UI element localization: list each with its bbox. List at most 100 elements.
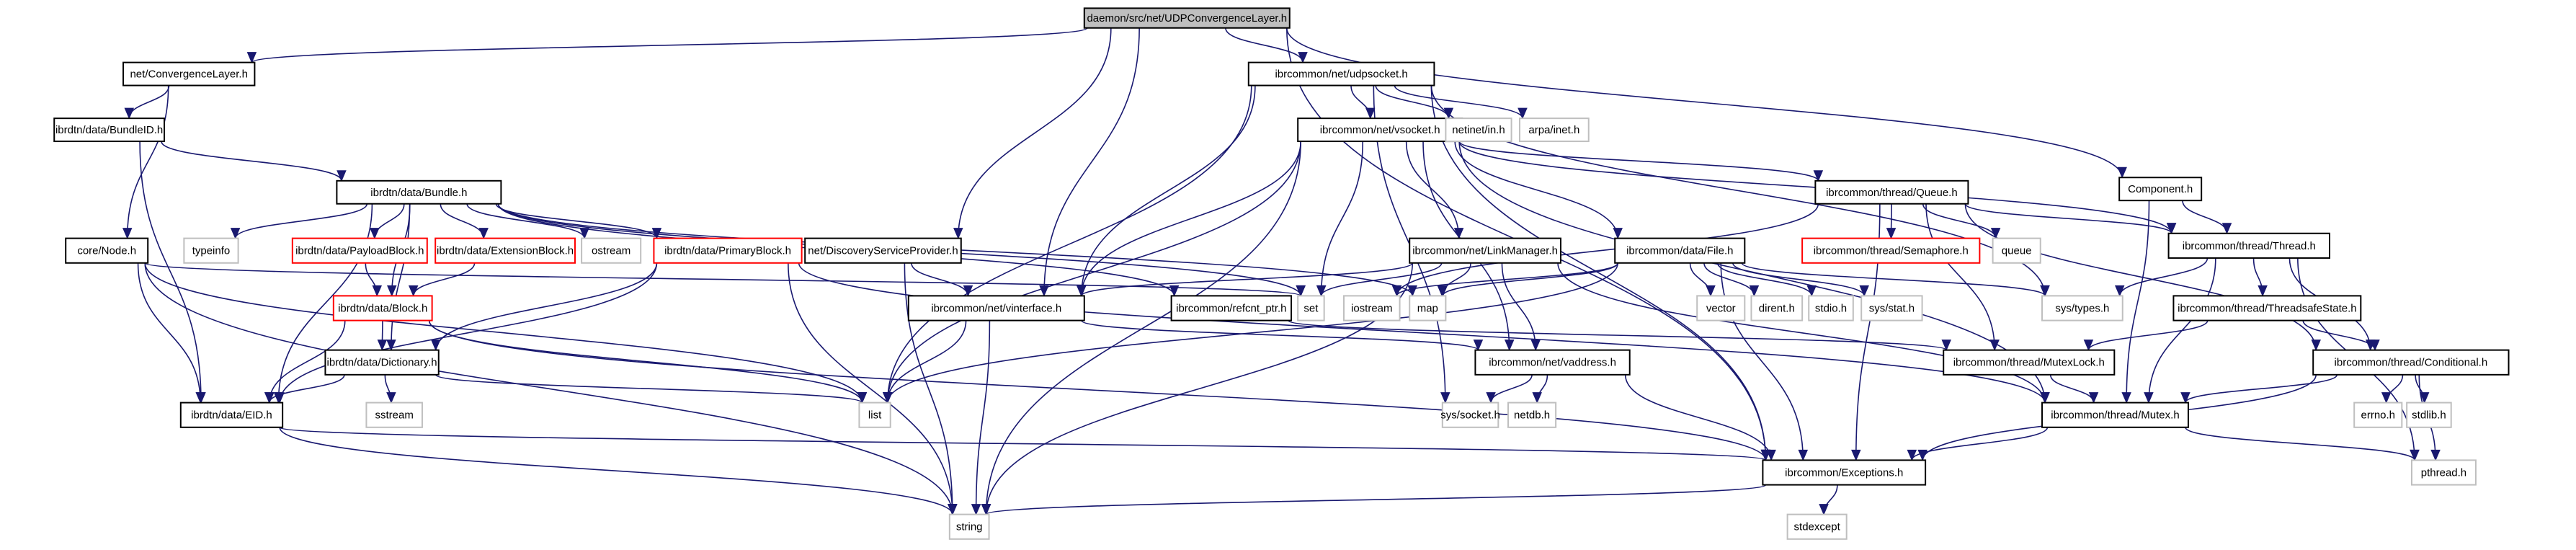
node-bundleid[interactable]: ibrdtn/data/BundleID.h	[53, 117, 165, 143]
node-label: ibrdtn/data/PrimaryBlock.h	[664, 245, 791, 257]
edge-dictionary-to-eid	[264, 374, 345, 404]
node-mutexlock[interactable]: ibrcommon/thread/MutexLock.h	[1943, 349, 2116, 376]
node-refcnt[interactable]: ibrcommon/refcnt_ptr.h	[1170, 295, 1293, 321]
edge-conditional-to-stdlib	[2415, 374, 2430, 404]
node-box	[948, 513, 990, 540]
node-ostream: ostream	[581, 237, 642, 264]
node-label: arpa/inet.h	[1528, 124, 1579, 136]
arrowhead-icon	[2311, 340, 2321, 351]
edge-bundle-to-typeinfo	[230, 203, 368, 239]
edge-thread-to-systypes	[2114, 257, 2209, 297]
node-label: queue	[2002, 245, 2032, 257]
arrowhead-icon	[1316, 285, 1327, 297]
edge-discovery-to-vinterface	[911, 262, 973, 297]
edge-file-to-sysstat	[1732, 262, 1869, 297]
node-discovery[interactable]: net/DiscoveryServiceProvider.h	[804, 237, 962, 264]
arrowhead-icon	[1296, 285, 1306, 297]
edge-udpsocket-to-netinet	[1375, 85, 1454, 120]
node-vsocket[interactable]: ibrcommon/net/vsocket.h	[1297, 117, 1463, 143]
node-label: typeinfo	[192, 245, 231, 257]
edge-threadsafe-to-mutexlock	[2083, 320, 2209, 351]
node-threadsafe[interactable]: ibrcommon/thread/ThreadsafeState.h	[2172, 295, 2362, 321]
node-map: map	[1409, 295, 1447, 321]
node-thread[interactable]: ibrcommon/thread/Thread.h	[2167, 232, 2331, 259]
node-bundle[interactable]: ibrdtn/data/Bundle.h	[336, 179, 502, 205]
node-label: ibrdtn/data/PayloadBlock.h	[295, 245, 424, 257]
node-box	[2172, 295, 2362, 321]
node-box	[1409, 237, 1561, 264]
edge-primaryblock-to-eid	[275, 262, 658, 404]
arrowhead-icon	[122, 228, 133, 239]
edge-payloadblock-to-block	[365, 262, 383, 297]
node-box	[1762, 459, 1927, 486]
node-iostream: iostream	[1343, 295, 1401, 321]
arrowhead-icon	[1486, 392, 1496, 404]
node-label: stdlib.h	[2412, 409, 2446, 422]
edge-file-to-iostream	[1391, 262, 1619, 297]
node-box	[1343, 295, 1401, 321]
node-block[interactable]: ibrdtn/data/Block.h	[332, 295, 433, 321]
node-conditional[interactable]: ibrcommon/thread/Conditional.h	[2312, 349, 2510, 376]
node-udpsocket[interactable]: ibrcommon/net/udpsocket.h	[1247, 61, 1435, 87]
node-payloadblock[interactable]: ibrdtn/data/PayloadBlock.h	[291, 237, 428, 264]
node-root[interactable]: daemon/src/net/UDPConvergenceLayer.h	[1083, 7, 1291, 29]
node-box	[1297, 295, 1325, 321]
node-arpainet: arpa/inet.h	[1518, 117, 1590, 143]
arrowhead-icon	[1438, 285, 1448, 297]
node-box	[2167, 232, 2331, 259]
node-label: stdexcept	[1794, 521, 1841, 533]
node-vaddress[interactable]: ibrcommon/net/vaddress.h	[1474, 349, 1631, 376]
arrowhead-icon	[882, 392, 893, 404]
node-label: core/Node.h	[77, 245, 136, 257]
node-node[interactable]: core/Node.h	[65, 237, 149, 264]
edge-linkmanager-to-mutex	[1557, 262, 2050, 404]
node-exceptions[interactable]: ibrcommon/Exceptions.h	[1762, 459, 1927, 486]
arrowhead-icon	[2088, 392, 2099, 404]
node-box	[2353, 402, 2403, 428]
node-semaphore[interactable]: ibrcommon/thread/Semaphore.h	[1801, 237, 1981, 264]
edge-linkmanager-to-vaddress	[1501, 262, 1541, 351]
node-box	[183, 237, 239, 264]
edge-bundle-to-primaryblock	[495, 203, 662, 239]
edge-udpsocket-to-arpainet	[1394, 85, 1528, 120]
node-extensionblock[interactable]: ibrdtn/data/ExtensionBlock.h	[434, 237, 576, 264]
node-vinterface[interactable]: ibrcommon/net/vinterface.h	[907, 295, 1085, 321]
node-primaryblock[interactable]: ibrdtn/data/PrimaryBlock.h	[653, 237, 803, 264]
node-box	[1801, 237, 1981, 264]
node-queueh[interactable]: ibrcommon/thread/Queue.h	[1814, 179, 1969, 205]
node-label: ibrcommon/net/LinkManager.h	[1412, 245, 1558, 257]
node-mutex[interactable]: ibrcommon/thread/Mutex.h	[2041, 402, 2189, 428]
node-box	[53, 117, 165, 143]
arrowhead-icon	[1806, 285, 1817, 297]
arrowhead-icon	[386, 340, 396, 351]
edge-component-to-mutex	[2121, 200, 2150, 404]
edges-layer	[122, 27, 2441, 515]
node-label: ibrdtn/data/Bundle.h	[370, 187, 467, 199]
arrowhead-icon	[2221, 223, 2232, 235]
node-dictionary[interactable]: ibrdtn/data/Dictionary.h	[324, 349, 440, 376]
edge-bundleid-to-bundle	[161, 141, 347, 182]
node-box	[1170, 295, 1293, 321]
node-label: stdio.h	[1815, 302, 1847, 314]
node-box	[1297, 117, 1463, 143]
node-box	[1409, 295, 1447, 321]
node-label: list	[868, 409, 882, 422]
arrowhead-icon	[1859, 285, 1869, 297]
node-eid[interactable]: ibrdtn/data/EID.h	[179, 402, 284, 428]
node-netinet: netinet/in.h	[1445, 117, 1512, 143]
arrowhead-icon	[1613, 228, 1623, 239]
arrowhead-icon	[2180, 392, 2191, 404]
node-linkmanager[interactable]: ibrcommon/net/LinkManager.h	[1409, 237, 1561, 264]
arrowhead-icon	[1749, 285, 1760, 297]
node-file[interactable]: ibrcommon/data/File.h	[1614, 237, 1746, 264]
node-label: vector	[1706, 302, 1736, 314]
edge-queueh-to-thread	[1964, 203, 2177, 235]
edge-queueh-to-mutexlock	[1925, 203, 2000, 351]
node-label: ibrcommon/thread/MutexLock.h	[1953, 357, 2105, 369]
node-box	[1992, 237, 2041, 264]
node-component[interactable]: Component.h	[2118, 177, 2203, 202]
node-box	[2406, 402, 2452, 428]
node-convlayer[interactable]: net/ConvergenceLayer.h	[122, 61, 256, 87]
arrowhead-icon	[264, 392, 275, 404]
edge-root-to-discovery	[953, 27, 1112, 239]
